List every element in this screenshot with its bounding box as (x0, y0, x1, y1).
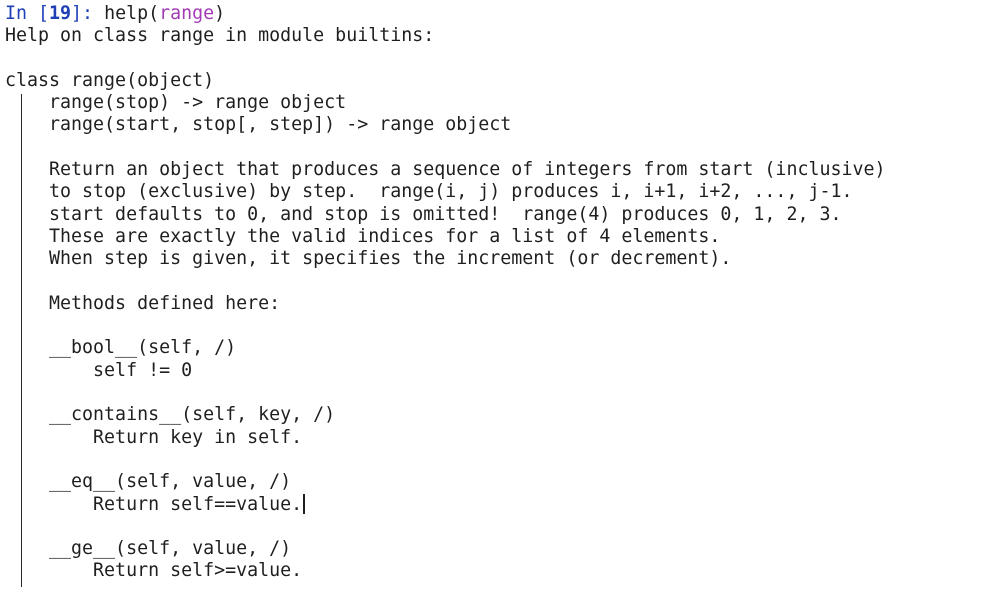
help-text: These are exactly the valid indices for … (5, 225, 721, 247)
help-text-line: When step is given, it specifies the inc… (5, 248, 886, 270)
class-signature: class range(object) (5, 69, 215, 91)
help-text: Return self>=value. (5, 560, 303, 582)
help-text: Return an object that produces a sequenc… (5, 159, 886, 181)
help-header: Help on class range in module builtins: (5, 25, 435, 47)
help-text-line: __ge__(self, value, /) (5, 538, 886, 560)
prompt-bracket-close: ]: (71, 3, 105, 24)
help-text-line: start defaults to 0, and stop is omitted… (5, 204, 886, 226)
prompt-label: In (5, 3, 28, 24)
help-text-line: Return an object that produces a sequenc… (5, 159, 886, 181)
help-text-line: __bool__(self, /) (5, 337, 886, 359)
text-cursor (303, 493, 305, 514)
help-text-line: __eq__(self, value, /) (5, 471, 886, 493)
help-text-line: self != 0 (5, 360, 886, 382)
blank-line (5, 271, 886, 293)
help-body: range(stop) -> range object range(start,… (5, 92, 886, 587)
console-output[interactable]: In [19]: help(range) Help on class range… (5, 3, 886, 587)
help-text: __contains__(self, key, /) (5, 404, 336, 426)
help-text-line: Return self==value. (5, 493, 886, 516)
help-text-line: range(start, stop[, step]) -> range obje… (5, 114, 886, 136)
help-text-line: Return key in self. (5, 427, 886, 449)
prompt-number: 19 (49, 3, 72, 24)
help-text: Methods defined here: (5, 292, 281, 314)
help-text: self != 0 (5, 359, 193, 381)
blank-line (5, 48, 886, 70)
input-prompt-line: In [19]: help(range) (5, 3, 886, 25)
help-text: When step is given, it specifies the inc… (5, 248, 732, 270)
help-argument: range (159, 3, 215, 24)
help-text: to stop (exclusive) by step. range(i, j)… (5, 181, 853, 203)
help-text-line: range(stop) -> range object (5, 92, 886, 114)
blank-line (5, 137, 886, 159)
help-text: Return key in self. (5, 426, 303, 448)
help-text: start defaults to 0, and stop is omitted… (5, 203, 842, 225)
help-text: __ge__(self, value, /) (5, 538, 292, 560)
help-text: __bool__(self, /) (5, 337, 237, 359)
blank-line (5, 382, 886, 404)
help-text-line: Return self>=value. (5, 560, 886, 582)
indent-bar (21, 94, 23, 587)
help-call-end: ) (214, 3, 226, 24)
blank-line (5, 516, 886, 538)
help-text-line: These are exactly the valid indices for … (5, 226, 886, 248)
blank-line (5, 449, 886, 471)
help-text-line: __contains__(self, key, /) (5, 404, 886, 426)
help-text-line: to stop (exclusive) by step. range(i, j)… (5, 181, 886, 203)
help-text: Return self==value. (5, 493, 303, 515)
help-text-line: Methods defined here: (5, 293, 886, 315)
prompt-bracket-open: [ (27, 3, 50, 24)
help-text: range(stop) -> range object (5, 92, 347, 114)
blank-line (5, 315, 886, 337)
help-text: __eq__(self, value, /) (5, 471, 292, 493)
help-text: range(start, stop[, step]) -> range obje… (5, 114, 512, 136)
help-call: help( (104, 3, 160, 24)
